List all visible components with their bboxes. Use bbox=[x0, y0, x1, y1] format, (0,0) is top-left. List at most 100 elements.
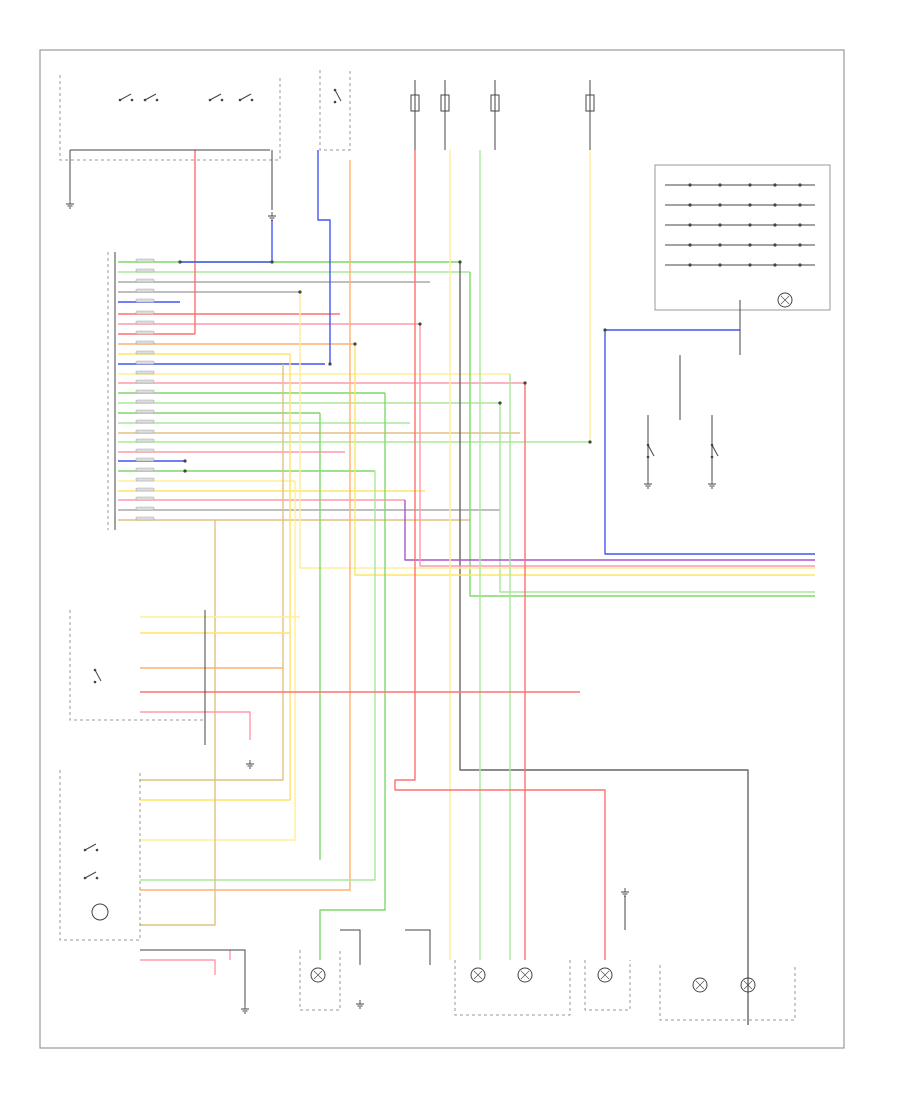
ground-icon-7 bbox=[356, 1000, 364, 1009]
wire-bus-yellow-2 bbox=[354, 344, 815, 576]
junction-11 bbox=[603, 328, 607, 332]
relay-node-2-4 bbox=[798, 223, 802, 227]
wire-tag-16 bbox=[135, 409, 155, 414]
lower-switch-1-b bbox=[95, 848, 99, 852]
wire-bus-blue bbox=[604, 330, 815, 555]
junction-12 bbox=[183, 459, 187, 463]
diagram-frame bbox=[39, 49, 845, 1049]
junction-3 bbox=[328, 362, 332, 366]
relay-node-2-1 bbox=[718, 223, 722, 227]
junction-1 bbox=[178, 260, 182, 264]
relay-node-1-0 bbox=[688, 203, 692, 207]
wire-blue-door bbox=[317, 150, 331, 364]
wire-tag-4 bbox=[135, 288, 155, 293]
door-switch-2-arm bbox=[144, 93, 157, 101]
bulb-icon-panel-filament bbox=[780, 295, 790, 305]
wire-tag-26 bbox=[135, 506, 155, 511]
door-switch-2-b bbox=[155, 98, 159, 102]
lower-switch-1-arm bbox=[84, 843, 97, 851]
bulb-icon-lf-2 bbox=[517, 967, 533, 983]
wire-tag-27 bbox=[135, 516, 155, 521]
junction-4 bbox=[298, 290, 302, 294]
wire-tag-11 bbox=[135, 360, 155, 365]
junction-7 bbox=[458, 260, 462, 264]
component-layer bbox=[59, 70, 831, 1021]
wire-tan-low bbox=[140, 520, 216, 926]
ground-icon-8 bbox=[621, 888, 629, 897]
horn-icon bbox=[91, 903, 109, 921]
door-switch-1-arm bbox=[119, 93, 132, 101]
wire-yellow-mid bbox=[140, 354, 291, 801]
wire-bus-green-2 bbox=[499, 403, 815, 593]
wire-tag-20 bbox=[135, 448, 155, 453]
wire-red-rear bbox=[394, 150, 606, 960]
label-layer bbox=[135, 258, 155, 521]
door-switch-4-b bbox=[250, 98, 254, 102]
door-switch-housing bbox=[59, 75, 281, 161]
wire-bus-green-1 bbox=[469, 272, 815, 597]
wire-tag-12 bbox=[135, 370, 155, 375]
bulb-icon-rear-right bbox=[597, 967, 613, 983]
wire-tag-24 bbox=[135, 487, 155, 492]
bulb-icon-rf-1 bbox=[692, 977, 708, 993]
bulb-icon-rf-2-filament bbox=[743, 980, 753, 990]
relay-node-0-3 bbox=[773, 183, 777, 187]
wire-horn bbox=[140, 959, 216, 975]
wire-yellow-mid2 bbox=[140, 481, 296, 841]
relay-node-2-0 bbox=[688, 223, 692, 227]
relay-node-4-3 bbox=[773, 263, 777, 267]
junction-13 bbox=[183, 469, 187, 473]
door-switch-3-b bbox=[220, 98, 224, 102]
relay-node-1-1 bbox=[718, 203, 722, 207]
wire-tag-19 bbox=[135, 438, 155, 443]
relay-panel bbox=[654, 164, 831, 311]
relay-node-1-2 bbox=[748, 203, 752, 207]
wire-tag-23 bbox=[135, 477, 155, 482]
horn-lead bbox=[140, 949, 246, 1005]
relay-node-4-1 bbox=[718, 263, 722, 267]
wire-tag-22 bbox=[135, 467, 155, 472]
wire-orange-down bbox=[140, 250, 351, 891]
wire-ground-return bbox=[459, 262, 749, 1025]
rear-lead-1 bbox=[340, 929, 361, 965]
wire-c5 bbox=[140, 711, 251, 740]
wire-tag-14 bbox=[135, 389, 155, 394]
bulb-icon-panel bbox=[777, 292, 793, 308]
relay-switch-b bbox=[333, 100, 337, 104]
mid-connector-switch-arm bbox=[94, 669, 102, 682]
relay-node-3-1 bbox=[718, 243, 722, 247]
relay-node-4-2 bbox=[748, 263, 752, 267]
fuse-3 bbox=[490, 94, 500, 112]
wire-layer bbox=[118, 150, 815, 1025]
bulb-icon-lf-1-filament bbox=[473, 970, 483, 980]
fuse-4 bbox=[585, 94, 595, 112]
lower-switch-housing bbox=[59, 770, 141, 941]
junction-8 bbox=[498, 401, 502, 405]
wire-tag-1 bbox=[135, 258, 155, 263]
wire-tag-25 bbox=[135, 496, 155, 501]
fuse-1 bbox=[410, 94, 420, 112]
relay-node-2-3 bbox=[773, 223, 777, 227]
relay-node-3-4 bbox=[798, 243, 802, 247]
bulb-icon-left-rear bbox=[310, 967, 326, 983]
left-front-lamp-housing bbox=[454, 960, 571, 1016]
courtesy-switch-right-b bbox=[710, 455, 714, 459]
courtesy-switch-left-b bbox=[646, 455, 650, 459]
relay-node-0-0 bbox=[688, 183, 692, 187]
relay-node-1-4 bbox=[798, 203, 802, 207]
ground-icon-4 bbox=[708, 480, 716, 489]
wire-tag-2 bbox=[135, 268, 155, 273]
door-switch-4-arm bbox=[239, 93, 252, 101]
relay-node-1-3 bbox=[773, 203, 777, 207]
bulb-icon-rf-1-filament bbox=[695, 980, 705, 990]
left-rear-lamp-housing bbox=[299, 950, 341, 1011]
relay-node-2-2 bbox=[748, 223, 752, 227]
wire-tag-9 bbox=[135, 340, 155, 345]
wire-tag-17 bbox=[135, 419, 155, 424]
fuse-2 bbox=[440, 94, 450, 112]
bulb-icon-lf-1 bbox=[470, 967, 486, 983]
rear-lead-2 bbox=[405, 929, 431, 965]
wire-tag-15 bbox=[135, 399, 155, 404]
junction-5 bbox=[353, 342, 357, 346]
